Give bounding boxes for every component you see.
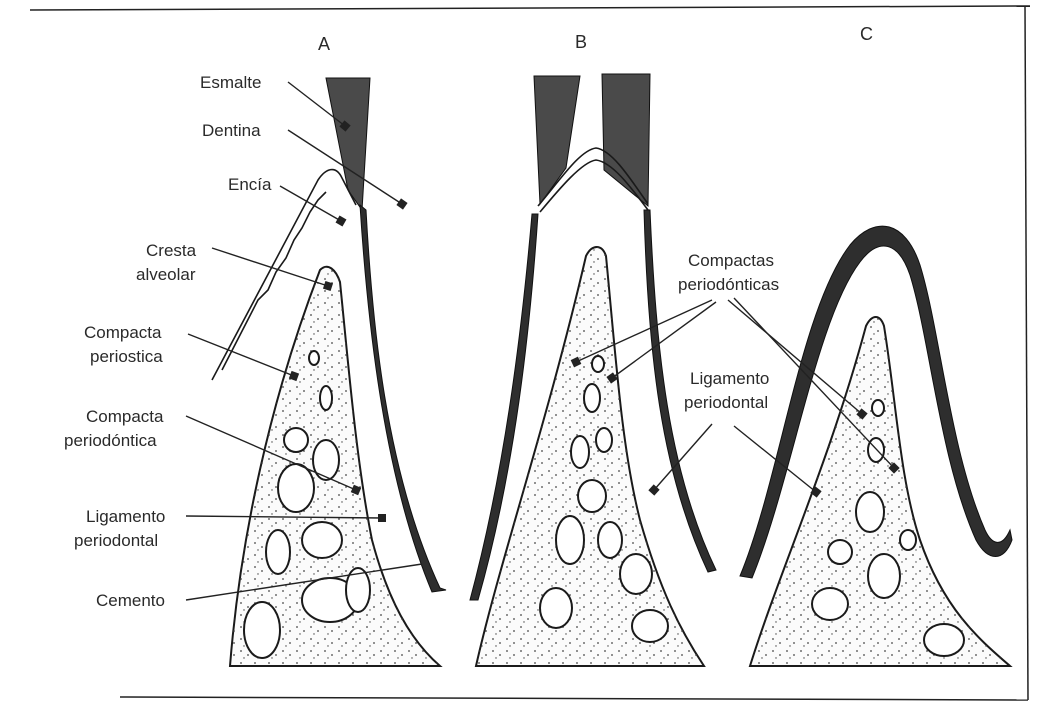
label-compacta-periostica-line2: periostica (90, 347, 163, 366)
marrow-space-b1 (591, 355, 605, 373)
marrow-space-b3 (570, 435, 590, 469)
panel-b-drawing (469, 73, 717, 667)
marrow-space-a9 (319, 385, 333, 411)
marrow-space-b7 (597, 521, 623, 559)
marrow-space-c3 (855, 491, 885, 533)
label-encia: Encía (228, 175, 272, 194)
label-dentina: Dentina (202, 121, 261, 140)
label-ligamento-a-line2: periodontal (74, 531, 158, 550)
panel-label-a: A (318, 34, 330, 54)
label-cresta-line1: Cresta (146, 241, 197, 260)
label-esmalte: Esmalte (200, 73, 261, 92)
label-compactas-periodonticas-line1: Compactas (688, 251, 774, 270)
marrow-space-b10 (631, 609, 669, 643)
marrow-space-c5 (867, 553, 901, 599)
label-compacta-periodontica-line2: periodóntica (64, 431, 157, 450)
marrow-space-a2 (277, 463, 315, 513)
gingiva-outline-a (211, 168, 357, 381)
marrow-space-c1 (871, 399, 885, 417)
crown-outline-b2 (539, 159, 649, 213)
label-compacta-periodontica-line1: Compacta (86, 407, 164, 426)
frame-bottom (119, 696, 1029, 701)
bone-stipple-c (750, 317, 1010, 666)
frame-right (1024, 5, 1029, 701)
marrow-space-a5 (301, 521, 343, 559)
label-compactas-periodonticas-line2: periodónticas (678, 275, 779, 294)
marrow-space-b6 (555, 515, 585, 565)
label-ligamento-a-line1: Ligamento (86, 507, 165, 526)
marrow-space-a7 (345, 567, 371, 613)
marrow-space-b4 (595, 427, 613, 453)
marrow-space-c4 (827, 539, 853, 565)
panel-label-b: B (575, 32, 587, 52)
marrow-space-b5 (577, 479, 607, 513)
marrow-space-a8 (243, 601, 281, 659)
panel-label-c: C (860, 24, 873, 44)
marrow-space-b8 (619, 553, 653, 595)
marrow-space-a1 (283, 427, 309, 453)
marrow-space-c2 (867, 437, 885, 463)
leader-lines (185, 81, 900, 601)
marrow-space-a10 (308, 350, 320, 366)
root-left-b (469, 213, 539, 601)
enamel-left-b (533, 75, 581, 206)
gingiva-arch-c (739, 225, 1013, 579)
label-cresta-line2: alveolar (136, 265, 196, 284)
label-cemento: Cemento (96, 591, 165, 610)
marrow-space-a3 (312, 439, 340, 481)
marrow-space-b9 (539, 587, 573, 629)
label-ligamento-b-line2: periodontal (684, 393, 768, 412)
crown-outline-b (537, 147, 649, 207)
root-shape-a (359, 203, 447, 593)
label-compacta-periostica-line1: Compacta (84, 323, 162, 342)
marrow-space-b2 (583, 383, 601, 413)
marrow-space-a4 (265, 529, 291, 575)
label-ligamento-b-line1: Ligamento (690, 369, 769, 388)
frame-top (29, 5, 1031, 11)
root-right-b (643, 209, 717, 573)
marrow-space-c6 (811, 587, 849, 621)
panel-c-drawing (739, 225, 1013, 667)
enamel-right-b (601, 73, 651, 208)
marrow-space-c8 (923, 623, 965, 657)
marrow-space-c7 (899, 529, 917, 551)
